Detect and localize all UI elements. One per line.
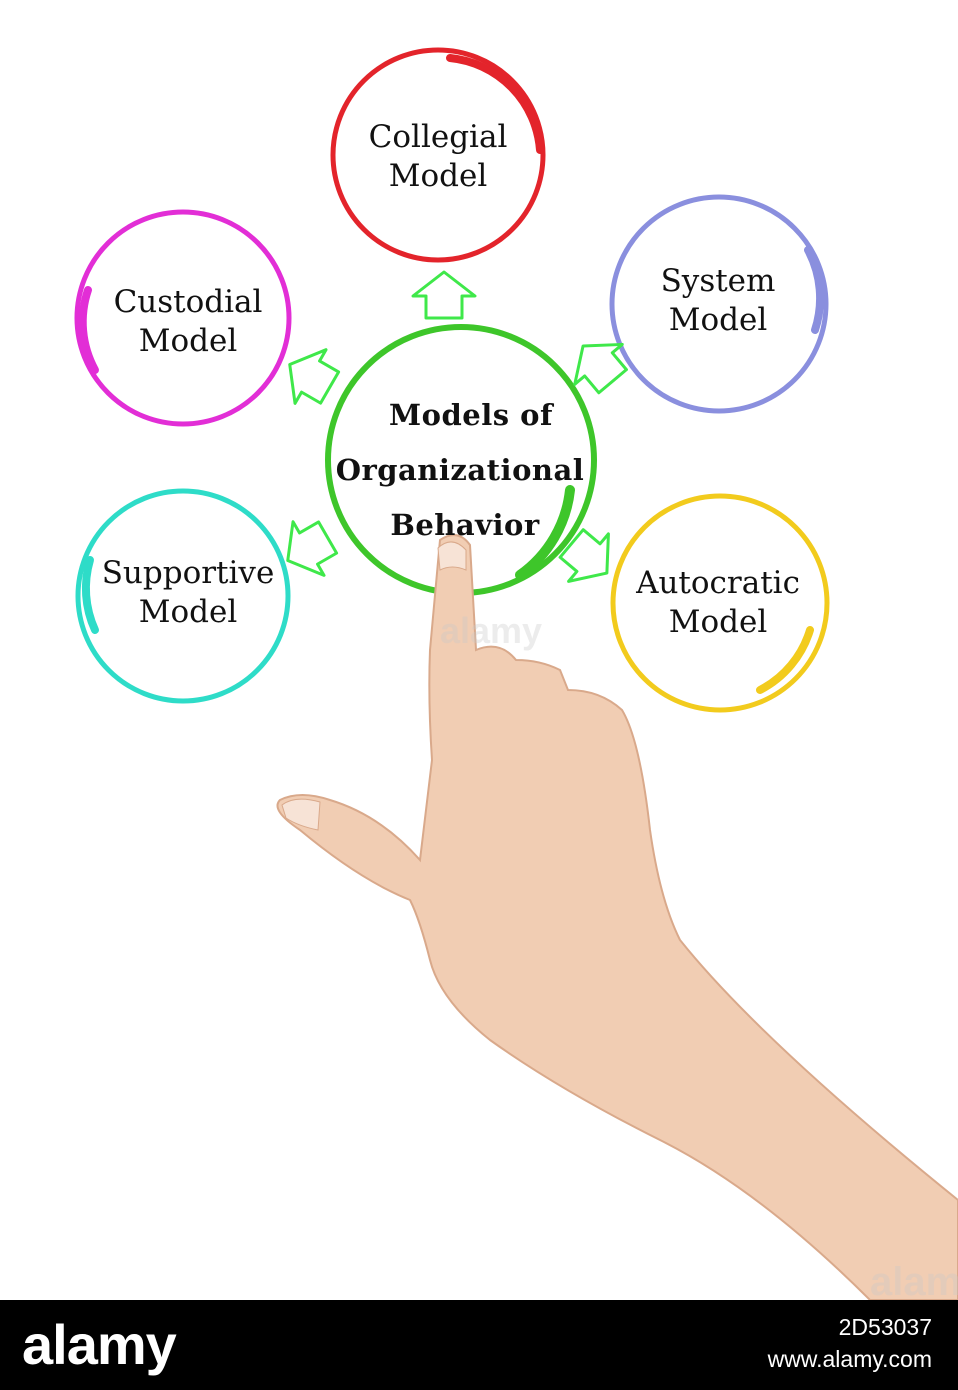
pointing-hand-image	[276, 534, 958, 1301]
autocratic-label-line-2: Model	[668, 603, 768, 640]
system-label: System Model	[618, 262, 818, 340]
custodial-label-line-2: Model	[138, 322, 238, 359]
custodial-label-line-1: Custodial	[113, 284, 263, 320]
supportive-label-line-1: Supportive	[101, 555, 275, 591]
autocratic-label-line-1: Autocratic	[636, 565, 800, 601]
watermark: alamy	[440, 610, 543, 651]
watermark: alamy	[870, 1260, 958, 1304]
arrow-up-right-icon	[573, 342, 628, 395]
brand-logo[interactable]: alamy	[22, 1313, 177, 1376]
diagram-canvas: Collegial Model System Model Autocratic …	[74, 47, 958, 1304]
diagram-graphics	[74, 47, 958, 1301]
collegial-circle	[330, 47, 546, 263]
center-label-line-2: Organizational	[335, 453, 585, 488]
custodial-label: Custodial Model	[78, 283, 298, 361]
autocratic-label: Autocratic Model	[608, 564, 828, 642]
arrow-up-icon	[411, 270, 477, 320]
system-label-line-1: System	[660, 263, 776, 299]
supportive-label: Supportive Model	[78, 554, 298, 632]
collegial-label-line-2: Model	[388, 157, 488, 194]
arrow-down-left-icon	[286, 520, 339, 577]
autocratic-circle	[610, 493, 830, 713]
center-label-line-3: Behavior	[390, 508, 540, 543]
supportive-circle	[75, 488, 291, 704]
system-circle	[609, 194, 829, 414]
image-id: 2D53037	[838, 1314, 932, 1340]
collegial-label: Collegial Model	[338, 118, 538, 196]
arrow-down-right-icon	[558, 528, 610, 583]
collegial-label-line-1: Collegial	[368, 119, 508, 155]
supportive-label-line-2: Model	[138, 593, 238, 630]
arrow-up-left-icon	[288, 348, 341, 405]
site-url[interactable]: www.alamy.com	[767, 1346, 932, 1372]
center-label-line-1: Models of	[389, 398, 553, 432]
system-label-line-2: Model	[668, 301, 768, 338]
custodial-circle	[74, 209, 292, 427]
center-label: Models of Organizational Behavior	[310, 388, 610, 553]
stock-footer-bar: alamy 2D53037 www.alamy.com	[0, 1300, 958, 1390]
